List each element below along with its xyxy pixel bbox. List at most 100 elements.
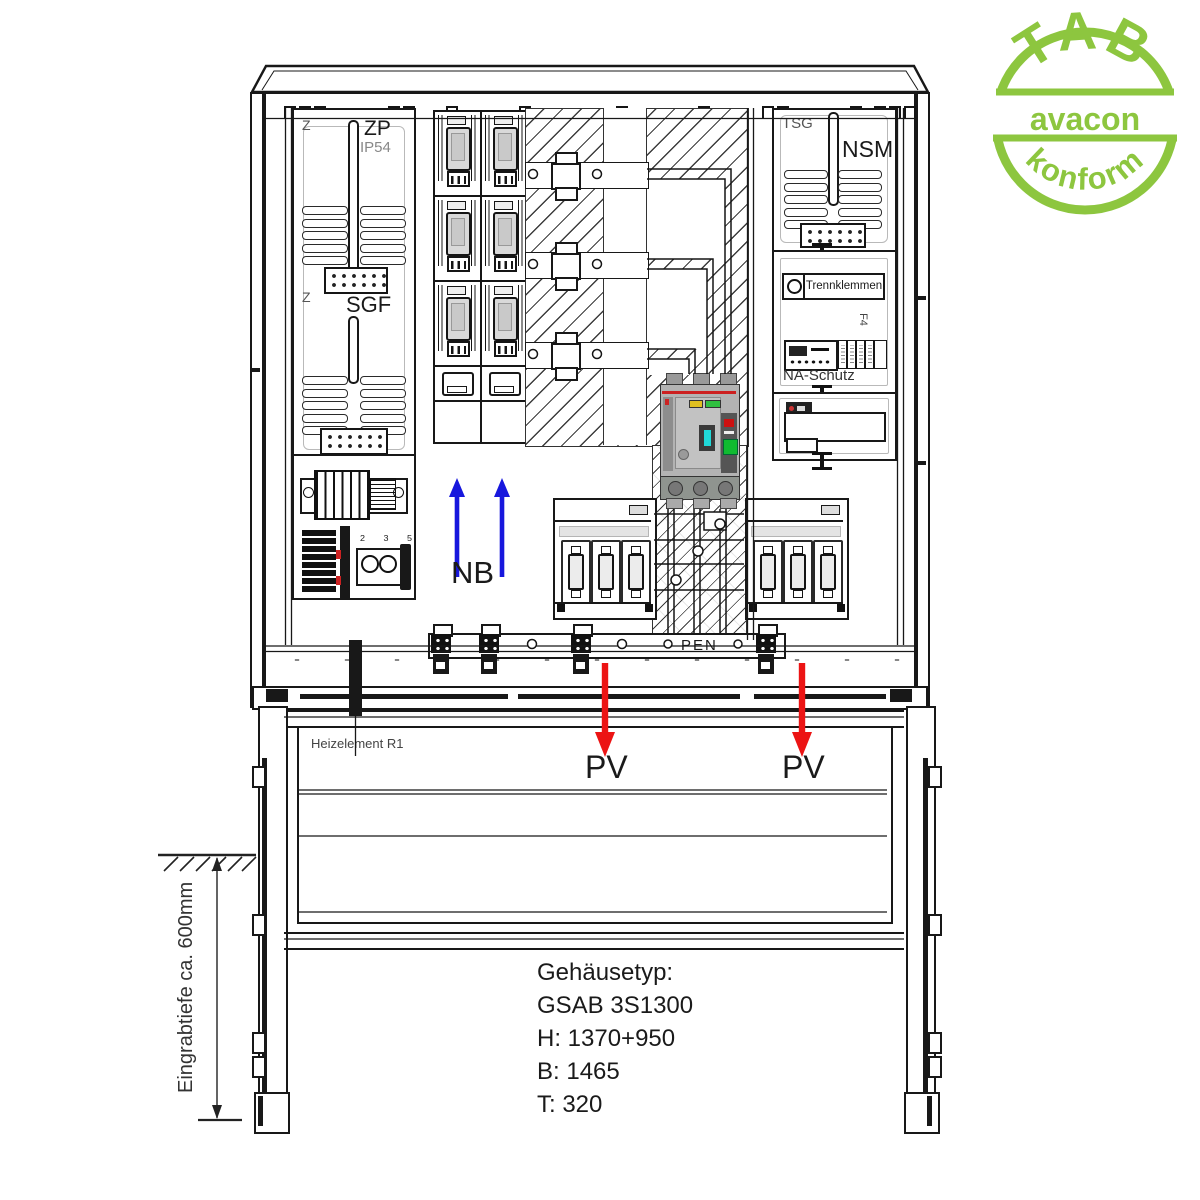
heizelement-panel: Heizelement R1	[297, 726, 893, 924]
badge-middle-text: avacon	[1030, 101, 1140, 137]
clamp-slot	[484, 662, 493, 669]
post-strip	[923, 758, 928, 1096]
led	[797, 406, 805, 411]
strip-chip	[821, 505, 840, 515]
fuse-handle	[446, 297, 471, 341]
slat	[302, 231, 348, 241]
fuse-chip	[494, 286, 513, 295]
strip-top-bar	[555, 500, 651, 522]
post-notch	[928, 1056, 942, 1078]
spec-line-gehaeusetyp: Gehäusetyp:	[537, 959, 674, 986]
busbar	[525, 252, 649, 279]
strip-bottom-rail	[555, 602, 651, 616]
breaker-terminal	[693, 498, 710, 509]
spec-line-height: H: 1370+950	[537, 1025, 676, 1052]
ground-and-dimension	[158, 853, 257, 1122]
lug	[693, 481, 708, 496]
breaker-terminal	[720, 498, 737, 509]
green-button	[723, 439, 738, 455]
meter-panel: Z ZP IP54 Z SGF	[292, 108, 416, 456]
post-notch	[252, 766, 266, 788]
slat	[302, 256, 348, 266]
red-dot	[665, 399, 669, 405]
bar-clamp-bottom	[555, 187, 578, 201]
panel-inner-outline	[779, 398, 889, 454]
relay-device	[784, 340, 838, 371]
slat	[360, 231, 406, 241]
nb-arrows	[449, 478, 510, 577]
badge-band	[986, 92, 1184, 138]
fuse-handle	[446, 212, 471, 256]
slat	[838, 182, 882, 192]
post-notch	[252, 914, 266, 936]
end-clamp	[400, 544, 411, 590]
tsg-panel: TSG NSM	[772, 108, 897, 252]
bracket	[904, 106, 916, 118]
fuse-handle	[493, 212, 518, 256]
slat	[360, 376, 406, 385]
fuse-strip-left	[553, 498, 657, 620]
busbar-bar	[340, 526, 350, 598]
slat	[784, 207, 828, 217]
nb-label: NB	[451, 555, 495, 590]
lower-bottom-band	[284, 932, 904, 950]
slat	[360, 401, 406, 411]
slat	[360, 243, 406, 253]
pen-clamp	[571, 634, 591, 653]
nh-fuse-switch	[433, 280, 483, 369]
red-stripe	[662, 391, 736, 394]
slat	[360, 256, 406, 266]
fuse-handle	[493, 127, 518, 171]
base-bar	[754, 694, 886, 699]
connector-symbol	[812, 452, 832, 470]
fuse-chip	[447, 116, 466, 125]
tab-avacon-konform-badge: TAB avacon konform	[986, 8, 1184, 215]
terminal-round	[379, 555, 397, 573]
cyan-toggle	[704, 430, 711, 446]
fuse-module	[813, 540, 843, 604]
spec-block: Gehäusetyp: GSAB 3S1300 H: 1370+950 B: 1…	[537, 956, 693, 1121]
heizelement-label: Heizelement R1	[311, 736, 404, 751]
post-notch	[252, 1032, 266, 1054]
mini-module	[838, 340, 847, 369]
red-mark	[336, 576, 341, 585]
breaker-body	[660, 384, 740, 478]
tsg-label: TSG	[782, 115, 813, 132]
red-mark	[336, 550, 341, 559]
bar-clamp-bottom	[555, 367, 578, 381]
circle-icon	[787, 279, 802, 294]
post-foot-strip	[258, 1096, 263, 1126]
yellow-window	[689, 400, 703, 408]
slat	[360, 413, 406, 423]
wire-corridor	[647, 269, 707, 349]
earth-cable	[349, 640, 362, 716]
strip-slot	[559, 526, 649, 537]
screw	[303, 487, 314, 498]
bar	[811, 348, 829, 351]
fuse-module	[783, 540, 813, 604]
fuse-contacts	[447, 256, 470, 272]
conductor-wires	[647, 168, 744, 633]
terminal-strip	[324, 267, 388, 294]
pen-clamp	[431, 634, 451, 653]
breaker-lower	[660, 476, 740, 500]
terminal-strip	[800, 223, 866, 248]
spec-line-depth: T: 320	[537, 1091, 603, 1118]
slat	[784, 182, 828, 192]
post-notch	[252, 1056, 266, 1078]
display	[789, 346, 807, 356]
z-label-top: Z	[302, 117, 311, 133]
wire-corridor	[647, 179, 725, 259]
strip-slot	[751, 526, 841, 537]
post-notch	[928, 1032, 942, 1054]
trennklemmen-label: Trennklemmen	[805, 279, 883, 292]
slat	[302, 376, 348, 385]
pen-clamp	[756, 634, 776, 653]
base-foot-right	[890, 689, 912, 702]
slat	[360, 206, 406, 215]
breaker-terminal	[666, 498, 683, 509]
strip-top-bar	[747, 500, 843, 522]
post-foot	[904, 1092, 940, 1134]
